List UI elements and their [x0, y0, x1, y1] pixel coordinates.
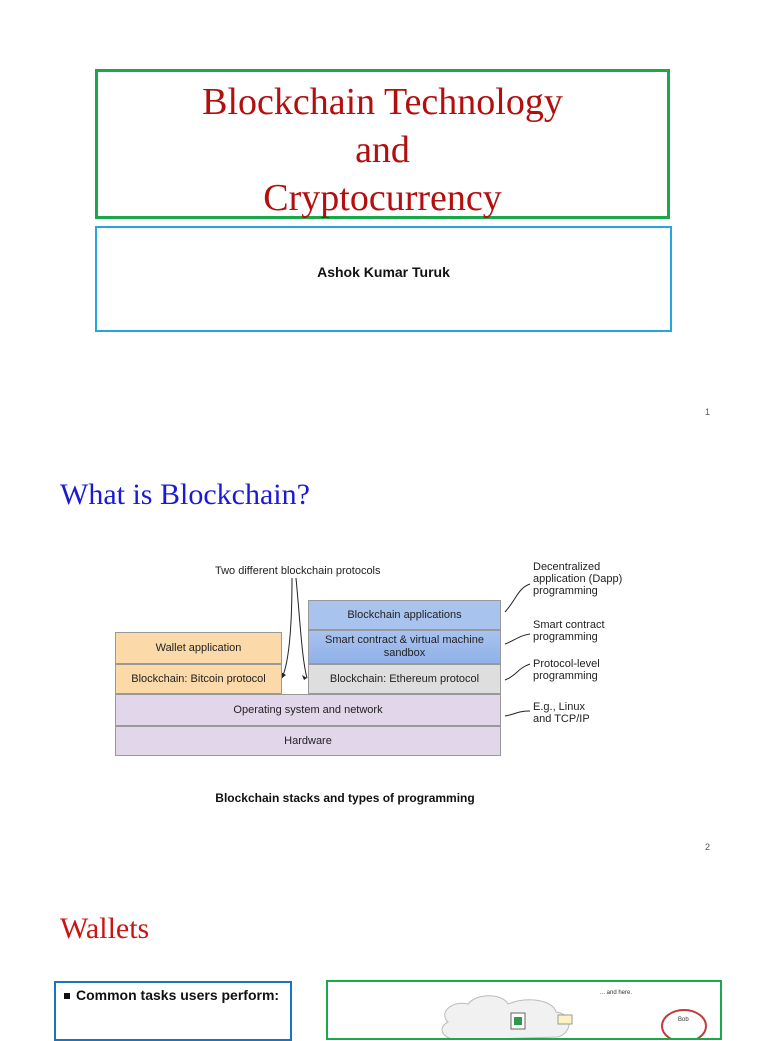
protocol-level-arrow	[505, 664, 530, 680]
bullet-box: Common tasks users perform:	[54, 981, 292, 1041]
page-number-2: 2	[705, 842, 710, 852]
layer-ethereum-protocol: Blockchain: Ethereum protocol	[308, 664, 501, 694]
protocol-arrow-right	[296, 578, 307, 678]
linux-arrow	[505, 711, 530, 716]
bullet-icon	[64, 993, 70, 999]
layer-hardware: Hardware	[115, 726, 501, 756]
bullet-text: Common tasks users perform:	[76, 987, 279, 1003]
annotation-protocol-level: Protocol-level programming	[533, 658, 613, 682]
slide-title-wallets: Wallets	[60, 912, 149, 946]
dapp-arrow	[505, 584, 530, 612]
bullet-item: Common tasks users perform:	[64, 987, 286, 1004]
diagram-caption: Blockchain stacks and types of programmi…	[0, 791, 690, 805]
wallet-figure: ... and here. Bob	[326, 980, 722, 1040]
cloud-shape	[442, 996, 569, 1040]
layer-blockchain-applications: Blockchain applications	[308, 600, 501, 630]
layer-os-network: Operating system and network	[115, 694, 501, 726]
bob-circle	[662, 1010, 706, 1040]
wallet-figure-graphic	[328, 982, 722, 1040]
annotation-smart-contract: Smart contract programming	[533, 619, 618, 643]
protocol-arrow-left	[282, 578, 292, 678]
layer-wallet-application: Wallet application	[115, 632, 282, 664]
annotation-dapp: Decentralized application (Dapp) program…	[533, 561, 628, 597]
annotation-linux: E.g., Linux and TCP/IP	[533, 701, 603, 725]
layer-smart-contract-sandbox: Smart contract & virtual machine sandbox	[308, 630, 501, 664]
figure-text-here: ... and here.	[600, 990, 632, 996]
figure-text-bob: Bob	[678, 1017, 689, 1023]
smart-contract-arrow	[505, 634, 530, 644]
note-icon	[558, 1015, 572, 1024]
layer-bitcoin-protocol: Blockchain: Bitcoin protocol	[115, 664, 282, 694]
